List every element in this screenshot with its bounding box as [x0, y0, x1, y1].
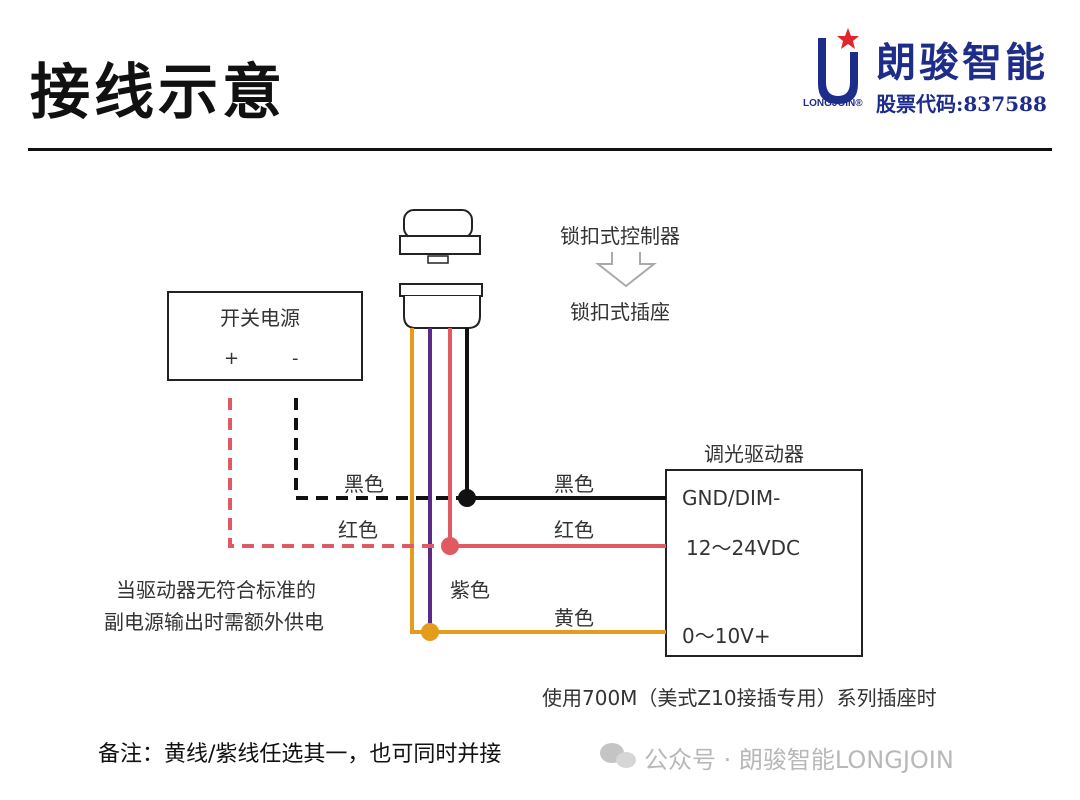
footer-note: 备注：黄线/紫线任选其一，也可同时并接	[98, 742, 502, 767]
down-arrow-icon	[595, 252, 657, 288]
wire-label-yellow: 黄色	[554, 606, 594, 630]
controller-label: 锁扣式控制器	[560, 224, 680, 248]
page-title: 接线示意	[30, 58, 286, 128]
header-divider	[28, 148, 1052, 151]
watermark: 公众号 · 朗骏智能LONGJOIN	[644, 746, 954, 774]
black-dashed-wire	[294, 398, 467, 500]
wire-label-purple: 紫色	[450, 578, 490, 602]
yellow-junction-dot	[421, 623, 439, 641]
wire-label-black-right: 黑色	[554, 472, 594, 496]
wire-label-black-left: 黑色	[344, 472, 384, 496]
wire-label-red-left: 红色	[338, 518, 378, 542]
driver-box	[665, 469, 863, 657]
aux-note-line1: 当驱动器无符合标准的	[116, 578, 316, 602]
driver-terminal-gnd: GND/DIM-	[682, 486, 781, 510]
aux-note-line2: 副电源输出时需额外供电	[104, 610, 324, 634]
driver-terminal-dim: 0～10V+	[682, 624, 771, 648]
socket-label: 锁扣式插座	[570, 300, 670, 324]
power-supply-box	[167, 291, 363, 381]
black-junction-dot	[458, 489, 476, 507]
power-supply-minus: -	[292, 348, 299, 369]
driver-title: 调光驱动器	[704, 442, 804, 466]
power-supply-title: 开关电源	[220, 306, 300, 330]
red-junction-dot	[441, 537, 459, 555]
brand-english: LONGJOIN®	[803, 98, 863, 109]
power-supply-plus: +	[224, 348, 240, 369]
brand-stock-code: 股票代码:837588	[876, 92, 1047, 116]
socket-device	[399, 283, 483, 329]
driver-terminal-vdc: 12～24VDC	[686, 536, 800, 560]
red-dashed-wire	[228, 398, 450, 548]
controller-device	[399, 209, 481, 264]
wire-label-red-right: 红色	[554, 518, 594, 542]
yellow-wire	[410, 328, 666, 634]
brand-name: 朗骏智能	[876, 39, 1048, 86]
socket-series-note: 使用700M（美式Z10接插专用）系列插座时	[542, 686, 937, 710]
